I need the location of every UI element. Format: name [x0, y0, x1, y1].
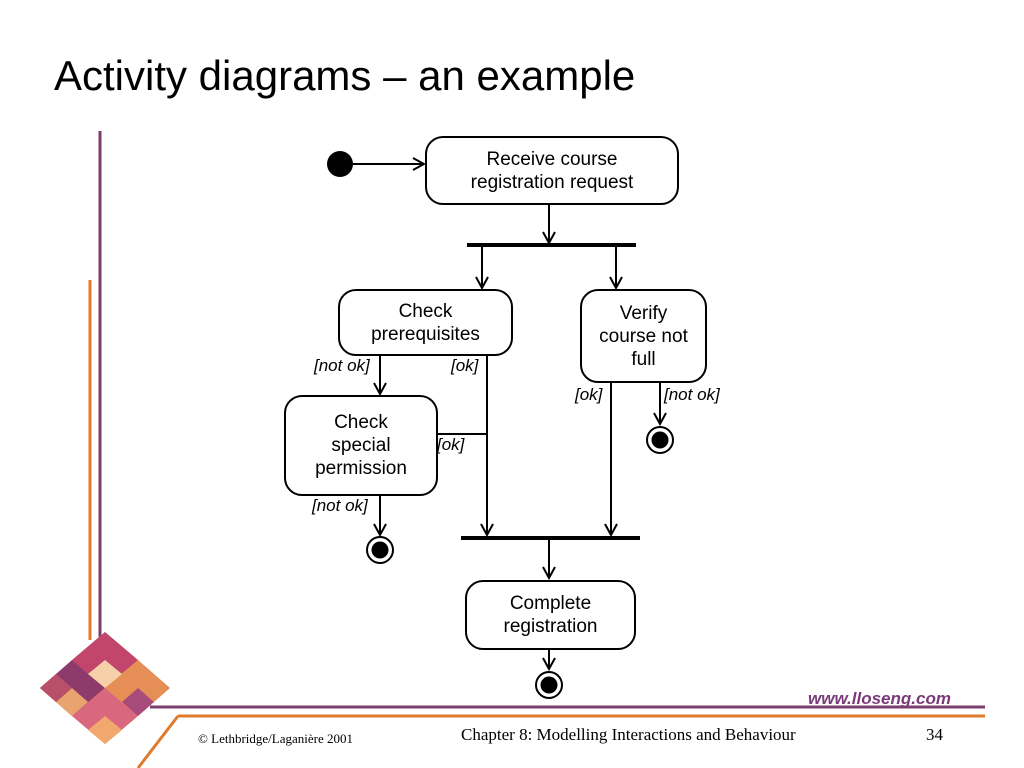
page-number: 34 [926, 725, 943, 744]
activity-receive-request: Receive course registration request [425, 136, 679, 205]
activity-receive-request-label: Receive course registration request [470, 148, 634, 193]
guard-verify-ok: [ok] [575, 385, 603, 404]
guard-special-ok: [ok] [437, 435, 465, 454]
guard-prereq-not-ok: [not ok] [314, 356, 370, 375]
final-node-special [366, 536, 394, 564]
guard-prereq-ok: [ok] [451, 356, 479, 375]
guard-verify-not-ok: [not ok] [664, 385, 720, 404]
guard-special-not-ok: [not ok] [312, 496, 368, 515]
slide-title: Activity diagrams – an example [54, 52, 636, 99]
final-node-verify [646, 426, 674, 454]
activity-check-special-permission-label: Check special permission [315, 412, 407, 479]
footer-chapter: Chapter 8: Modelling Interactions and Be… [461, 725, 796, 744]
activity-verify-course-label: Verify course not full [599, 302, 688, 370]
initial-node [327, 151, 353, 177]
final-node-complete [535, 671, 563, 699]
activity-verify-course: Verify course not full [580, 289, 707, 383]
activity-check-prerequisites-label: Check prerequisites [371, 300, 480, 345]
activity-check-special-permission: Check special permission [284, 395, 438, 496]
mosaic-logo [40, 632, 170, 744]
activity-check-prerequisites: Check prerequisites [338, 289, 513, 356]
footer-orange-diagonal [136, 715, 180, 768]
footer-copyright: © Lethbridge/Laganière 2001 [198, 731, 353, 746]
website-link[interactable]: www.lloseng.com [808, 689, 951, 708]
activity-complete-registration: Complete registration [465, 580, 636, 650]
activity-complete-registration-label: Complete registration [503, 593, 598, 637]
